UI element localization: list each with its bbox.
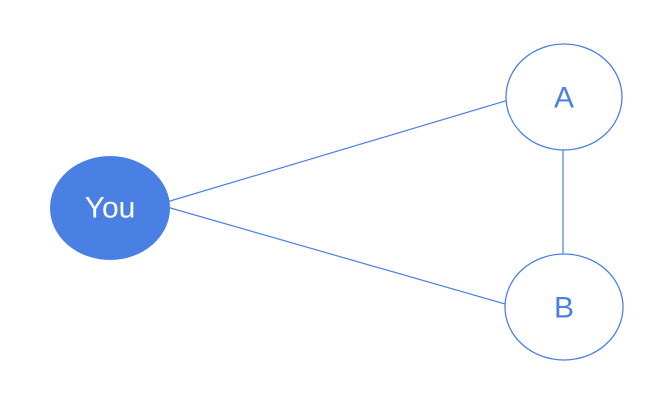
node-a[interactable]: A bbox=[505, 43, 623, 151]
node-you[interactable]: You bbox=[50, 156, 170, 260]
node-a-shape bbox=[505, 43, 623, 151]
node-b-shape bbox=[504, 253, 624, 361]
edge-you-b[interactable] bbox=[159, 204, 513, 307]
node-b[interactable]: B bbox=[504, 253, 624, 361]
node-you-shape bbox=[50, 156, 170, 260]
edge-you-a[interactable] bbox=[159, 98, 513, 205]
